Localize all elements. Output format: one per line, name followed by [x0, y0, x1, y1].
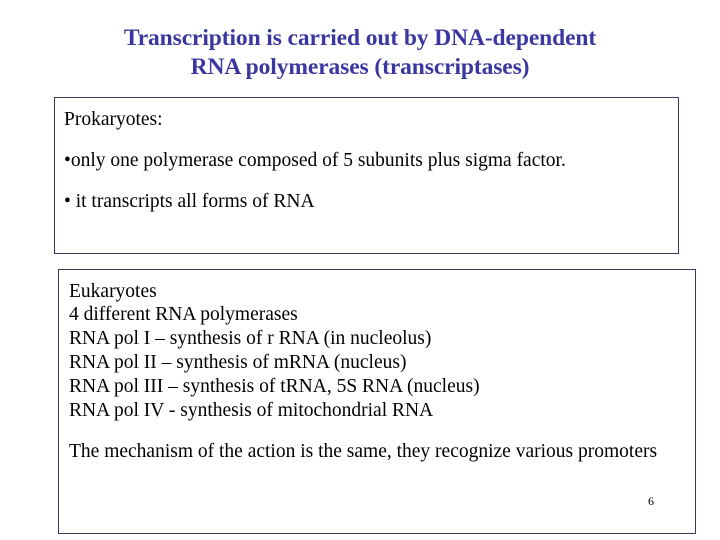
- prokaryotes-heading: Prokaryotes:: [64, 109, 163, 130]
- list-item: RNA pol III – synthesis of tRNA, 5S RNA …: [69, 376, 480, 397]
- eukaryotes-text-box: Eukaryotes 4 different RNA polymerases R…: [58, 269, 696, 534]
- list-item: RNA pol IV - synthesis of mitochondrial …: [69, 400, 434, 421]
- page-title-line-1: Transcription is carried out by DNA-depe…: [123, 25, 597, 51]
- slide-number: 6: [648, 494, 654, 508]
- paragraph-spacer: [69, 423, 683, 440]
- list-item: RNA pol I – synthesis of r RNA (in nucle…: [69, 328, 432, 349]
- list-item: 4 different RNA polymerases: [69, 304, 298, 325]
- eukaryotes-body: Eukaryotes 4 different RNA polymerases R…: [59, 270, 695, 463]
- page-title: Transcription is carried out by DNA-depe…: [40, 24, 680, 82]
- prokaryotes-bullet-2: • it transcripts all forms of RNA: [64, 191, 315, 212]
- page-title-line-2: RNA polymerases (transcriptases): [190, 54, 530, 80]
- prokaryotes-body: Prokaryotes: •only one polymerase compos…: [55, 98, 678, 213]
- prokaryotes-text-box: Prokaryotes: •only one polymerase compos…: [54, 97, 679, 254]
- eukaryotes-closing-note: The mechanism of the action is the same,…: [69, 441, 658, 462]
- eukaryotes-polymerase-list: 4 different RNA polymerases RNA pol I – …: [69, 303, 683, 423]
- eukaryotes-heading: Eukaryotes: [69, 281, 157, 302]
- list-item: RNA pol II – synthesis of mRNA (nucleus): [69, 352, 407, 373]
- prokaryotes-bullet-1: •only one polymerase composed of 5 subun…: [64, 150, 566, 171]
